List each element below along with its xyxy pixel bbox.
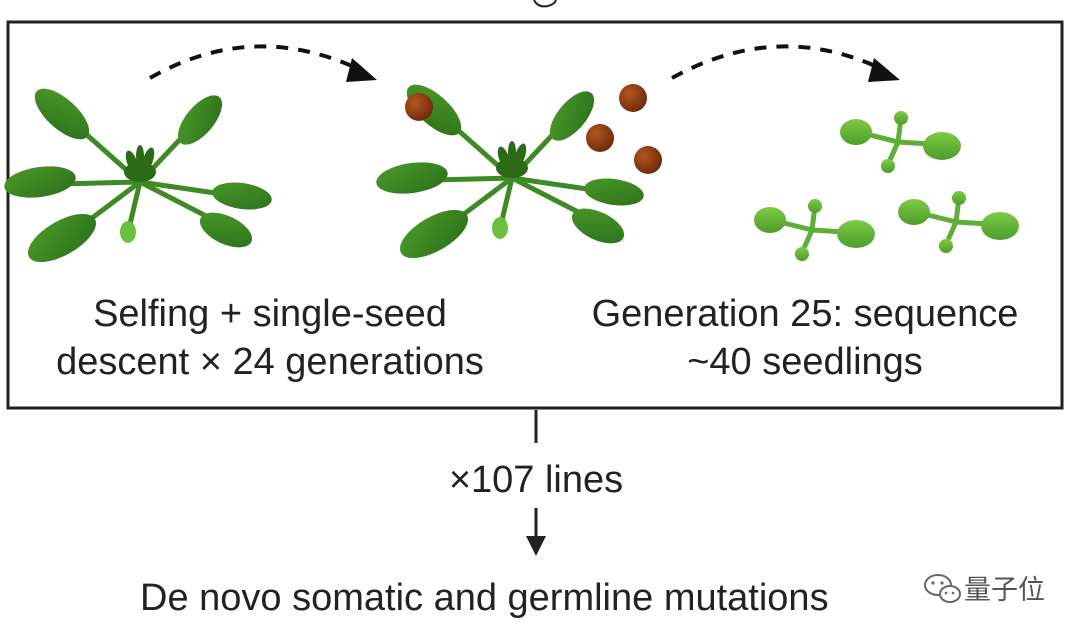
step-left-line1: Selfing + single-seed [93, 293, 447, 335]
watermark: 量子位 [918, 566, 1068, 606]
seedling-3 [898, 191, 1019, 253]
seedling-1 [840, 111, 961, 173]
seedling-2 [754, 199, 875, 261]
dashed-arrow-right [671, 44, 900, 82]
outcome-label: De novo somatic and germline mutations [140, 574, 930, 622]
step-left-label: Selfing + single-seed descent × 24 gener… [30, 290, 510, 386]
rosette-plant-left [2, 80, 273, 272]
generation-frame [6, 20, 1064, 410]
seeds [405, 84, 662, 174]
multiplier-label: ×107 lines [386, 456, 686, 504]
watermark-text: 量子位 [964, 575, 1045, 606]
multiplier-text: ×107 lines [448, 459, 624, 501]
step-right-label: Generation 25: sequence ~40 seedlings [560, 290, 1050, 386]
down-arrow [526, 508, 546, 556]
step-right-line1: Generation 25: sequence [591, 293, 1019, 335]
step-right-line2: ~40 seedlings [687, 341, 923, 383]
wechat-icon [924, 574, 961, 603]
step-left-line2: descent × 24 generations [56, 341, 484, 383]
outcome-text: De novo somatic and germline mutations [140, 577, 829, 619]
dashed-arrow-left [149, 44, 377, 82]
